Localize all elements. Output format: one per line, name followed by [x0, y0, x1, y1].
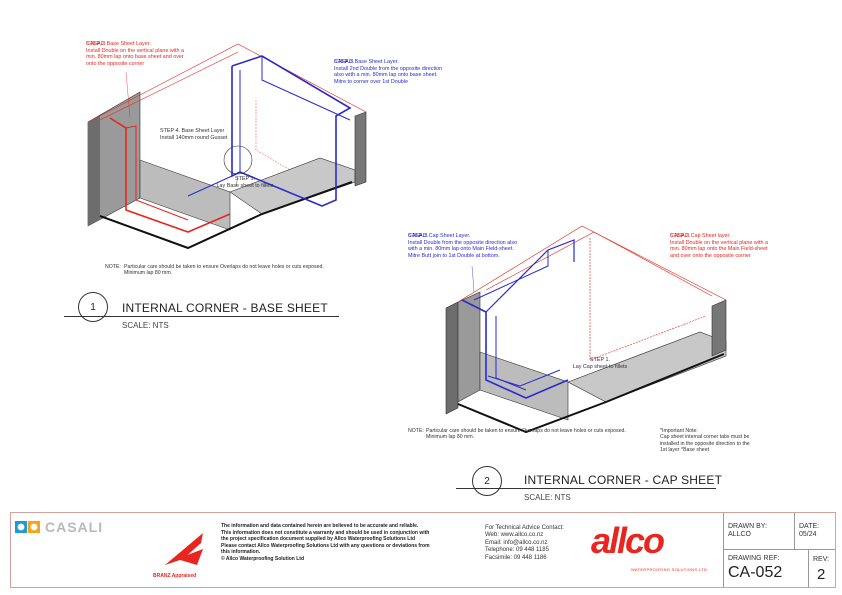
drawing-ref-cell: DRAWING REF: CA-052 [723, 549, 809, 587]
d1-note-label: NOTE: [105, 264, 121, 270]
date-label: DATE: [799, 523, 820, 530]
casali-logo: CASALI [15, 519, 103, 535]
d1-step2-title: STEP 2. [86, 40, 106, 47]
drawing-ref-value: CA-052 [728, 564, 783, 581]
d1-title: INTERNAL CORNER - BASE SHEET [122, 301, 328, 315]
drawn-by-value: ALLCO [728, 531, 751, 538]
d1-step1: STEP 1. Lay Base sheet to fillets [216, 176, 274, 189]
d2-important-note: *Important Note: Cap sheet internal corn… [660, 428, 750, 454]
d1-step4: STEP 4. Base Sheet Layer Install 140mm r… [160, 128, 228, 141]
allco-logo: allco WATERPROOFING SOLUTIONS LTD [591, 521, 713, 577]
d1-step2-body: CASALI Base Sheet Layer. Install Double … [86, 41, 184, 67]
d2-title: INTERNAL CORNER - CAP SHEET [524, 473, 723, 487]
d2-step3-title: STEP 3. [408, 232, 428, 239]
d1-number: 1 [90, 301, 96, 313]
drawn-by-cell: DRAWN BY: ALLCO [723, 513, 795, 550]
d2-note: Particular care should be taken to ensur… [426, 428, 626, 441]
d1-scale: SCALE: NTS [122, 321, 169, 330]
d1-step3-title: STEP 3. [334, 58, 354, 65]
d2-step2-title: STEP 2. [670, 232, 690, 239]
allco-subtitle: WATERPROOFING SOLUTIONS LTD [631, 567, 708, 572]
d2-title-rule [456, 488, 716, 489]
d1-number-circle: 1 [78, 292, 108, 322]
casali-mark-icon [15, 521, 40, 533]
d2-step1: STEP 1. Lay Cap sheet to fillets [572, 357, 628, 370]
date-cell: DATE: 05/24 [794, 513, 835, 550]
d1-title-rule [64, 316, 339, 317]
d2-number: 2 [484, 475, 490, 487]
casali-wordmark: CASALI [45, 519, 104, 535]
d2-note-label: NOTE: [408, 428, 424, 434]
date-value: 05/24 [799, 531, 817, 538]
branz-label: BRANZ Appraised [153, 573, 197, 579]
disclaimer: The information and data contained herei… [221, 523, 430, 562]
allco-wordmark: allco [591, 520, 665, 561]
d2-step3-body: CASALI Cap Sheet Layer. Install Double f… [408, 233, 518, 259]
d1-note: Particular care should be taken to ensur… [124, 264, 324, 277]
d2-step2-body: CASALI Cap Sheet layer. Install Double o… [670, 233, 768, 259]
rev-cell: REV: 2 [808, 549, 835, 587]
rev-label: REV: [813, 556, 830, 563]
d2-number-circle: 2 [472, 466, 502, 496]
title-block: CASALI BRANZ Appraised The information a… [10, 512, 836, 588]
drawing-ref-label: DRAWING REF: [728, 555, 780, 562]
drawn-by-label: DRAWN BY: [728, 523, 768, 530]
d1-step3-body: CASALI Base Sheet Layer. Install 2nd Dou… [334, 59, 443, 85]
rev-value: 2 [817, 566, 826, 583]
d2-scale: SCALE: NTS [524, 493, 571, 502]
contact-info: For Technical Advice Contact: Web: www.a… [485, 525, 564, 561]
branz-icon [165, 533, 203, 565]
